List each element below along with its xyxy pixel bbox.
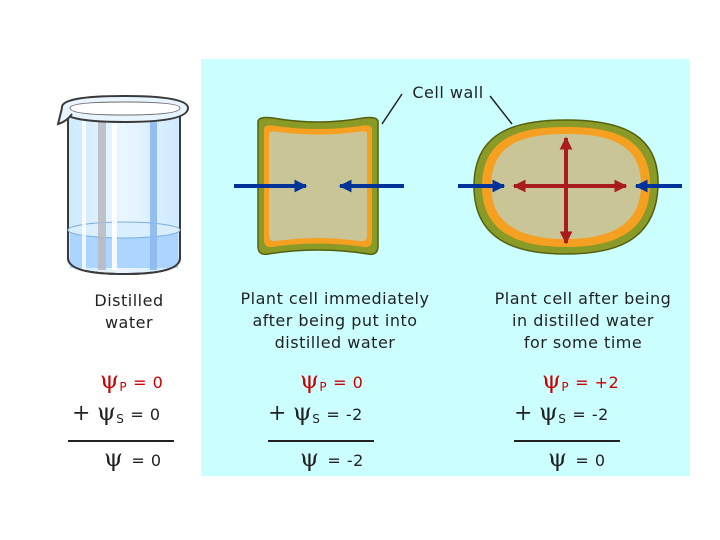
value-text: = 0 <box>575 451 606 470</box>
cell1-solute-potential: +ψS = -2 <box>268 398 363 426</box>
plus-sign: + <box>268 401 287 426</box>
value-text: = 0 <box>131 451 162 470</box>
cell1-label: Plant cell immediately after being put i… <box>240 289 430 352</box>
subscript-p: P <box>319 380 328 394</box>
cell-wall-label: Cell wall <box>412 83 484 102</box>
subscript-s: S <box>116 412 125 426</box>
plus-sign: + <box>514 401 533 426</box>
beaker-label: Distilled water <box>94 291 164 332</box>
beaker-water-potential: ψ = 0 <box>104 444 162 472</box>
psi-symbol: ψ <box>104 444 124 472</box>
value-text: = -2 <box>327 451 364 470</box>
subscript-s: S <box>558 412 567 426</box>
beaker <box>56 94 190 276</box>
value-text: = 0 <box>333 373 364 392</box>
beaker-solute-potential: +ψS = 0 <box>72 398 161 426</box>
cell-wall-pointer-right <box>489 95 513 125</box>
psi-symbol: ψ <box>548 444 568 472</box>
sum-line <box>68 440 174 442</box>
psi-symbol: ψ <box>300 366 320 394</box>
subscript-p: P <box>561 380 570 394</box>
psi-symbol: ψ <box>292 398 313 426</box>
psi-symbol: ψ <box>300 444 320 472</box>
cell2-water-potential: ψ = 0 <box>548 444 606 472</box>
value-text: = 0 <box>130 405 161 424</box>
psi-symbol: ψ <box>96 398 117 426</box>
plus-sign: + <box>72 401 91 426</box>
psi-symbol: ψ <box>538 398 559 426</box>
value-text: = -2 <box>326 405 363 424</box>
plant-cell-turgid-later <box>458 119 682 255</box>
cytoplasm-shape <box>269 131 367 242</box>
cell2-label: Plant cell after being in distilled wate… <box>494 289 672 352</box>
cell-wall-pointer-left <box>381 93 403 125</box>
value-text: = +2 <box>575 373 620 392</box>
subscript-p: P <box>119 380 128 394</box>
beaker-pressure-potential: ψP = 0 <box>100 366 163 394</box>
cell1-water-potential: ψ = -2 <box>300 444 364 472</box>
cell2-pressure-potential: ψP = +2 <box>542 366 619 394</box>
value-text: = -2 <box>572 405 609 424</box>
psi-symbol: ψ <box>542 366 562 394</box>
sum-line <box>514 440 620 442</box>
sum-line <box>268 440 374 442</box>
value-text: = 0 <box>133 373 164 392</box>
cell1-pressure-potential: ψP = 0 <box>300 366 363 394</box>
psi-symbol: ψ <box>100 366 120 394</box>
subscript-s: S <box>312 412 321 426</box>
cell2-solute-potential: +ψS = -2 <box>514 398 609 426</box>
plant-cell-turgid-initial <box>234 116 404 256</box>
